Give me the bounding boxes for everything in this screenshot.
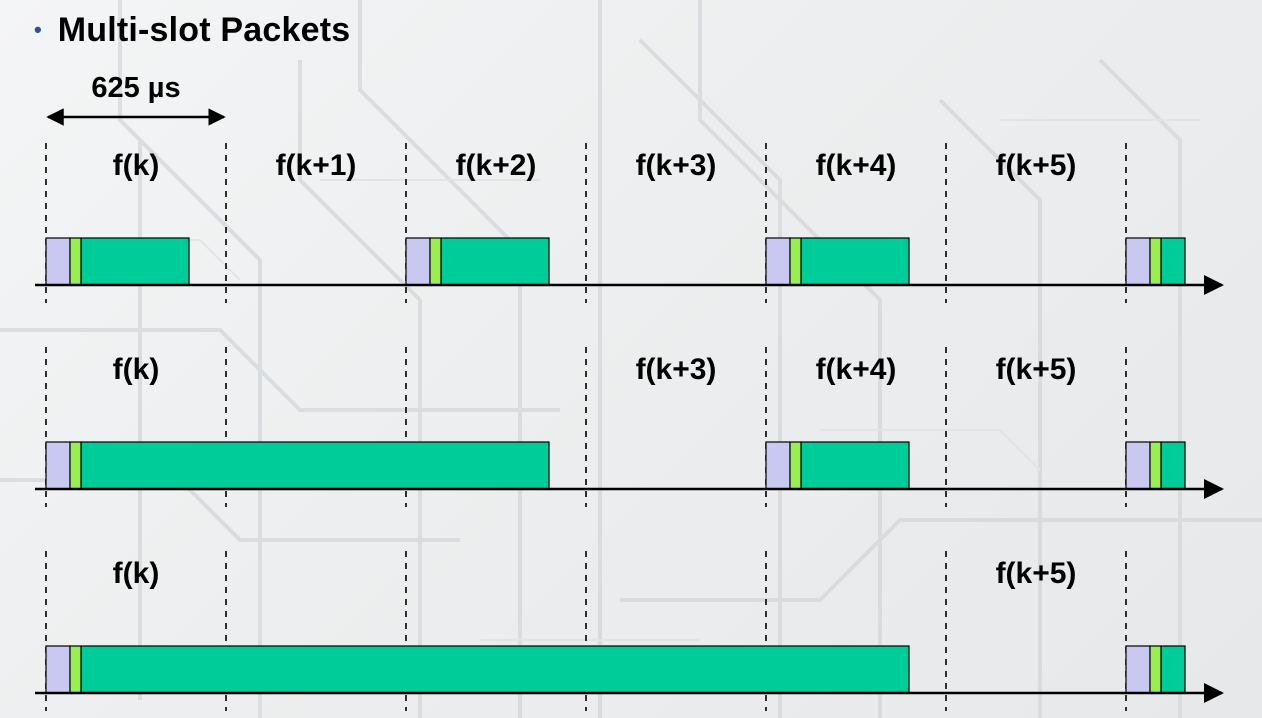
packet-header (1149, 237, 1162, 286)
packet-access-code (45, 237, 71, 286)
packet (765, 237, 910, 286)
packet-payload (80, 441, 550, 490)
packet-payload (1160, 441, 1186, 490)
packet-header (1149, 441, 1162, 490)
packet (45, 645, 910, 694)
slot-frequency-label: f(k+5) (996, 149, 1077, 182)
packet-header (69, 441, 82, 490)
timeline-row-3: f(k) f(k+5) (35, 551, 1224, 711)
packet (405, 237, 550, 286)
packet-header (69, 645, 82, 694)
packet-access-code (1125, 645, 1151, 694)
packet-payload (1160, 237, 1186, 286)
packet-payload (80, 645, 910, 694)
packet-payload (800, 237, 910, 286)
packet-access-code (765, 441, 791, 490)
packet (765, 441, 910, 490)
packet-access-code (1125, 441, 1151, 490)
packet (45, 441, 550, 490)
packet-header (1149, 645, 1162, 694)
packet-access-code (405, 237, 431, 286)
packet-access-code (1125, 237, 1151, 286)
packet (1125, 237, 1186, 286)
slot-frequency-label: f(k) (113, 557, 160, 590)
packet-access-code (45, 441, 71, 490)
packet-header (69, 237, 82, 286)
packet-payload (440, 237, 550, 286)
slot-frequency-label: f(k+1) (276, 149, 357, 182)
slot-frequency-label: f(k+5) (996, 353, 1077, 386)
packet-header (789, 441, 802, 490)
packet-header (789, 237, 802, 286)
packet-payload (800, 441, 910, 490)
bullet-marker: • (34, 17, 42, 42)
packet (1125, 645, 1186, 694)
packet (45, 237, 190, 286)
slot-frequency-label: f(k+4) (816, 353, 897, 386)
packet (1125, 441, 1186, 490)
packet-access-code (765, 237, 791, 286)
packet-access-code (45, 645, 71, 694)
slot-frequency-label: f(k+3) (636, 353, 717, 386)
slot-frequency-label: f(k) (113, 353, 160, 386)
slot-frequency-label: f(k+3) (636, 149, 717, 182)
timeline-row-1: f(k) f(k+1) f(k+2) f(k+3) f(k+4) f(k+5) (35, 143, 1224, 303)
packet-payload (80, 237, 190, 286)
packet-payload (1160, 645, 1186, 694)
slot-frequency-label: f(k+4) (816, 149, 897, 182)
slot-frequency-label: f(k) (113, 149, 160, 182)
heading-row: • Multi-slot Packets (34, 10, 350, 50)
heading-title: Multi-slot Packets (57, 10, 351, 49)
slot-frequency-label: f(k+2) (456, 149, 537, 182)
packet-header (429, 237, 442, 286)
timeline-row-2: f(k) f(k+3) f(k+4) f(k+5) (35, 347, 1224, 507)
slot-duration-label: 625 µs (91, 72, 181, 104)
slot-frequency-label: f(k+5) (996, 557, 1077, 590)
